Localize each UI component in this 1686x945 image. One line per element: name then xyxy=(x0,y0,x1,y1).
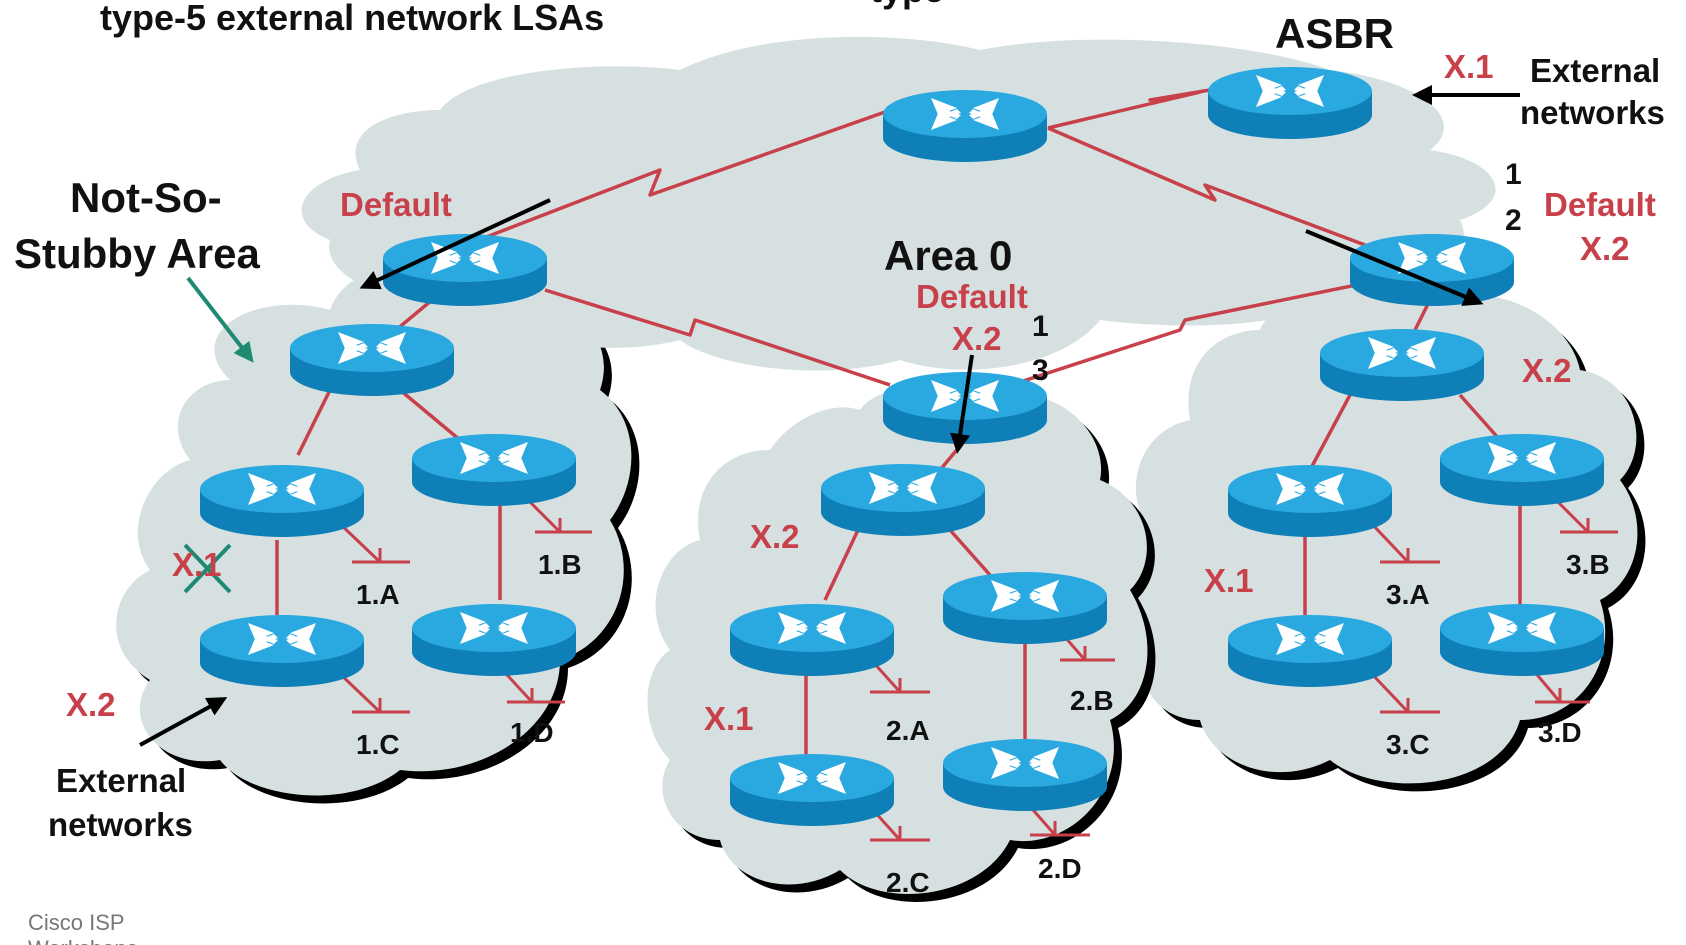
router-area3-core[interactable] xyxy=(1320,329,1484,401)
footer-line1: Cisco ISP xyxy=(28,910,125,935)
router-abr-area1[interactable] xyxy=(383,234,547,306)
backbone-links xyxy=(431,86,1406,402)
router-area3-a[interactable] xyxy=(1228,465,1392,537)
title-partial: type-5 external network LSAs xyxy=(100,0,604,38)
x2-label-right-area: X.2 xyxy=(1522,352,1572,389)
router-area2-c[interactable] xyxy=(730,754,894,826)
network-label-3c: 3.C xyxy=(1386,729,1430,760)
seq-number-center-1: 1 xyxy=(1032,310,1049,343)
router-area1-d[interactable] xyxy=(412,604,576,676)
stub-networks xyxy=(336,490,1618,842)
network-label-2a: 2.A xyxy=(886,715,930,746)
external-networks-right-line1: External xyxy=(1530,52,1660,89)
router-area2-core[interactable] xyxy=(821,464,985,536)
network-label-2b: 2.B xyxy=(1070,685,1114,716)
external-networks-left-line1: External xyxy=(56,762,186,799)
area0-label: Area 0 xyxy=(884,232,1012,279)
router-area2-a[interactable] xyxy=(730,604,894,676)
router-backbone-top[interactable] xyxy=(883,90,1047,162)
x2-label-center-top: X.2 xyxy=(952,320,1002,357)
network-label-1a: 1.A xyxy=(356,579,400,610)
network-label-2d: 2.D xyxy=(1038,853,1082,884)
router-area1-b[interactable] xyxy=(412,434,576,506)
network-label-1b: 1.B xyxy=(538,549,582,580)
x2-label-right-top: X.2 xyxy=(1580,230,1630,267)
nssa-label-line2: Stubby Area xyxy=(14,230,260,277)
x2-label-left-area: X.2 xyxy=(66,686,116,723)
blocked-x-mark xyxy=(183,543,232,594)
network-label-3b: 3.B xyxy=(1566,549,1610,580)
x1-label-asbr: X.1 xyxy=(1444,48,1494,85)
external-networks-left-line2: networks xyxy=(48,806,193,843)
router-area1-c[interactable] xyxy=(200,615,364,687)
network-label-3a: 3.A xyxy=(1386,579,1430,610)
router-area3-b[interactable] xyxy=(1440,434,1604,506)
title-partial-right: type xyxy=(870,0,944,10)
network-label-1c: 1.C xyxy=(356,729,400,760)
network-label-2c: 2.C xyxy=(886,867,930,898)
network-label-3d: 3.D xyxy=(1538,717,1582,748)
default-label-right: Default xyxy=(1544,186,1656,223)
router-area2-d[interactable] xyxy=(943,739,1107,811)
cloud-area-0 xyxy=(301,36,1496,371)
asbr-label: ASBR xyxy=(1275,10,1394,57)
default-label-left: Default xyxy=(340,186,452,223)
area-links xyxy=(275,298,1522,755)
seq-number-right-2: 2 xyxy=(1505,204,1522,237)
router-area3-c[interactable] xyxy=(1228,615,1392,687)
external-networks-right-line2: networks xyxy=(1520,94,1665,131)
nssa-label-line1: Not-So- xyxy=(70,174,222,221)
x1-label-right-area: X.1 xyxy=(1204,562,1254,599)
seq-number-center-3: 3 xyxy=(1032,354,1049,387)
x1-label-left-area: X.1 xyxy=(172,546,222,583)
arrows xyxy=(139,85,1520,747)
network-label-1d: 1.D xyxy=(510,717,554,748)
default-label-center: Default xyxy=(916,278,1028,315)
footer-line2: Workshops xyxy=(28,936,138,945)
seq-number-right-1: 1 xyxy=(1505,158,1522,191)
x1-label-center-area: X.1 xyxy=(704,700,754,737)
cloud-area-2 xyxy=(647,386,1156,902)
router-abr-area3[interactable] xyxy=(1350,234,1514,306)
router-area1-a[interactable] xyxy=(200,465,364,537)
router-asbr[interactable] xyxy=(1208,67,1372,139)
router-area3-d[interactable] xyxy=(1440,604,1604,676)
router-area1-core[interactable] xyxy=(290,324,454,396)
router-area2-b[interactable] xyxy=(943,572,1107,644)
x2-label-center-area: X.2 xyxy=(750,518,800,555)
